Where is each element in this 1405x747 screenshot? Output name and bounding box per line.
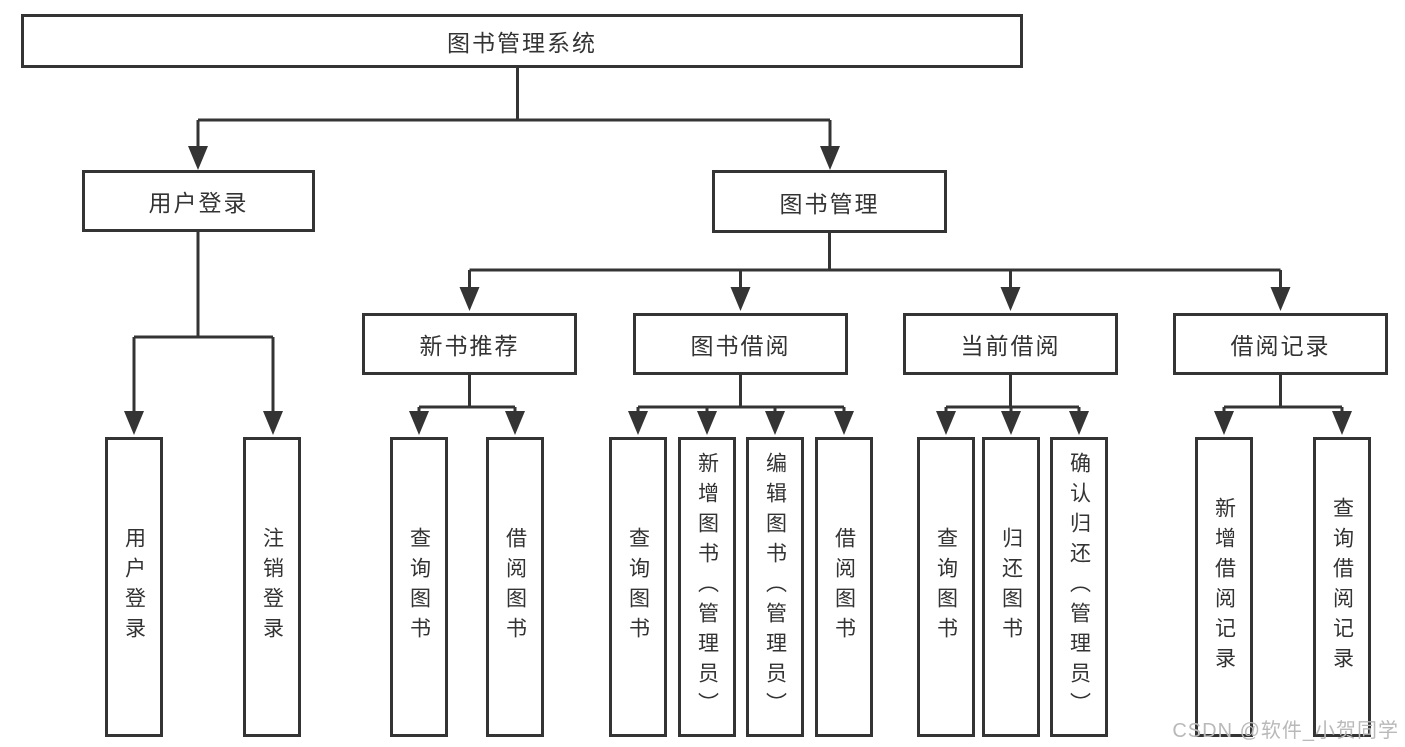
level3-node-new-book-recommend: 新书推荐	[362, 313, 577, 375]
leaf-node-logout: 注销登录	[243, 437, 301, 737]
leaf-label: 借阅图书	[503, 527, 527, 647]
level3-node-current-borrow: 当前借阅	[903, 313, 1118, 375]
leaf-label: 查询图书	[626, 527, 650, 647]
leaf-label: 查询借阅记录	[1330, 497, 1354, 677]
leaf-label: 新增借阅记录	[1212, 497, 1236, 677]
leaf-label: 用户登录	[122, 527, 146, 647]
leaf-node-query-book-recommend: 查询图书	[390, 437, 448, 737]
leaf-node-add-borrow-record: 新增借阅记录	[1195, 437, 1253, 737]
leaf-label: 新增图书（管理员）	[695, 452, 719, 722]
leaf-node-confirm-return-admin: 确认归还（管理员）	[1050, 437, 1108, 737]
leaf-label: 注销登录	[260, 527, 284, 647]
leaf-node-edit-book-admin: 编辑图书（管理员）	[746, 437, 804, 737]
csdn-watermark: CSDN @软件_小贺同学	[1172, 720, 1399, 742]
leaf-node-query-book-current: 查询图书	[917, 437, 975, 737]
leaf-node-borrow-book: 借阅图书	[815, 437, 873, 737]
leaf-label: 查询图书	[934, 527, 958, 647]
leaf-label: 编辑图书（管理员）	[763, 452, 787, 722]
leaf-label: 查询图书	[407, 527, 431, 647]
level3-node-borrow-records: 借阅记录	[1173, 313, 1388, 375]
leaf-node-user-login: 用户登录	[105, 437, 163, 737]
level2-node-book-management: 图书管理	[712, 170, 947, 233]
leaf-label: 借阅图书	[832, 527, 856, 647]
level2-node-user-login: 用户登录	[82, 170, 315, 232]
leaf-node-return-book: 归还图书	[982, 437, 1040, 737]
level3-node-book-borrow: 图书借阅	[633, 313, 848, 375]
leaf-node-add-book-admin: 新增图书（管理员）	[678, 437, 736, 737]
leaf-node-query-book-borrow: 查询图书	[609, 437, 667, 737]
leaf-node-query-borrow-record: 查询借阅记录	[1313, 437, 1371, 737]
leaf-label: 归还图书	[999, 527, 1023, 647]
root-node: 图书管理系统	[21, 14, 1023, 68]
leaf-node-borrow-book-recommend: 借阅图书	[486, 437, 544, 737]
leaf-label: 确认归还（管理员）	[1067, 452, 1091, 722]
